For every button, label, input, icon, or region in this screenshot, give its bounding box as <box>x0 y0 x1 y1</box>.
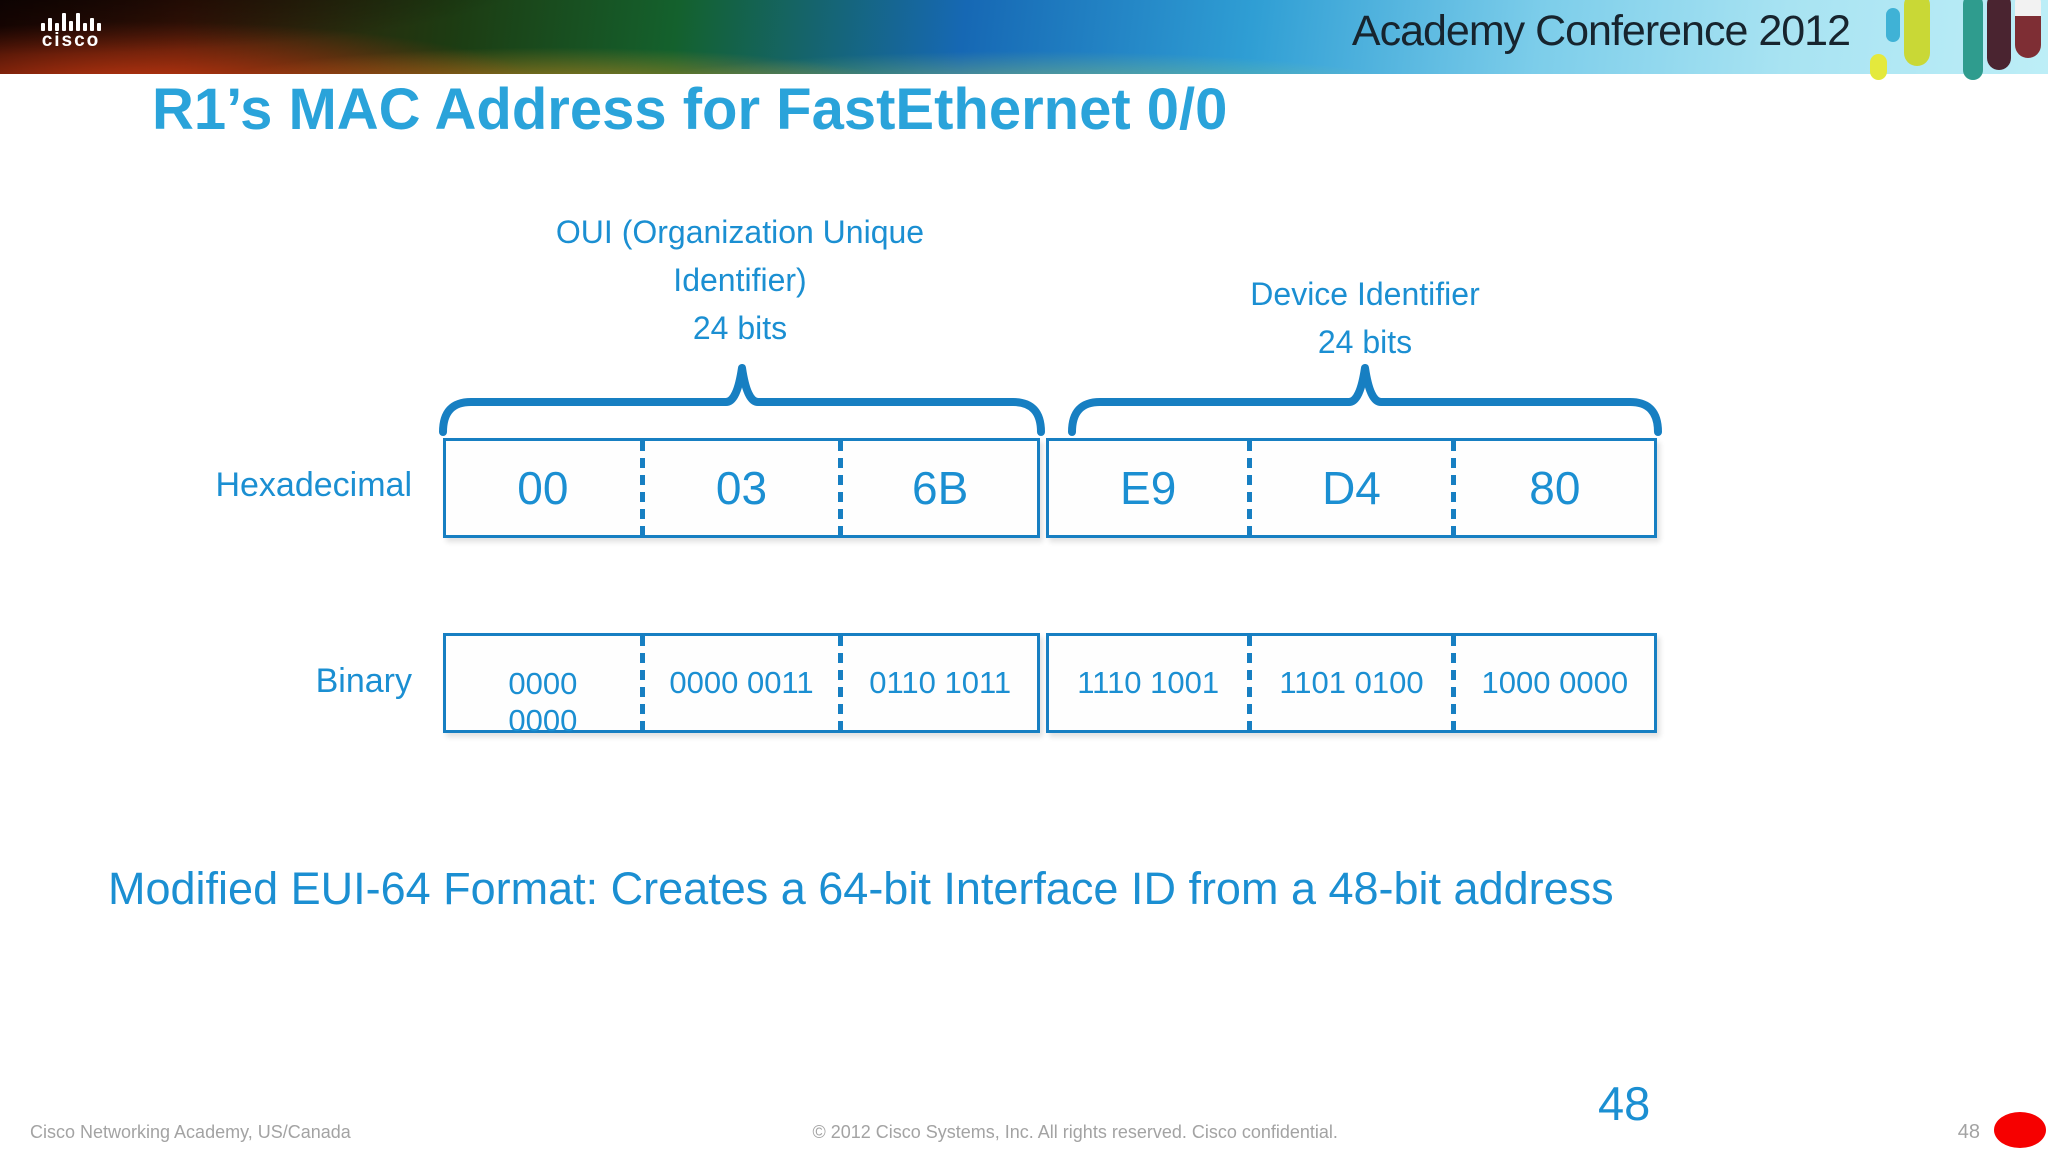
banner: cisco Academy Conference 2012 <box>0 0 2048 80</box>
binary-byte-cell: 1101 0100 <box>1279 665 1424 700</box>
binary-row-label: Binary <box>315 662 412 700</box>
device-identifier-label: Device Identifier 24 bits <box>1100 270 1630 366</box>
hex-byte-cell: 80 <box>1529 462 1581 514</box>
dashed-divider <box>639 636 645 730</box>
page-title: R1’s MAC Address for FastEthernet 0/0 <box>152 77 1228 142</box>
hex-byte-cell: E9 <box>1120 462 1177 514</box>
device-label-line1: Device Identifier <box>1250 276 1480 312</box>
eui64-statement: Modified EUI-64 Format: Creates a 64-bit… <box>108 863 1614 914</box>
banner-decoration <box>1868 0 2048 80</box>
oui-label: OUI (Organization Unique Identifier) 24 … <box>430 208 1050 352</box>
decor-bar <box>1870 54 1887 80</box>
dashed-divider <box>838 441 844 535</box>
binary-oui-box: 0000 0000 0000 0011 0110 1011 <box>443 633 1040 738</box>
cisco-bridge-icon <box>26 9 116 31</box>
binary-byte-cell: 1110 1001 <box>1077 665 1220 700</box>
hex-byte-cell: D4 <box>1322 462 1381 514</box>
hex-byte-cell: 00 <box>517 462 569 514</box>
dashed-divider <box>1247 636 1253 730</box>
footer-copyright: © 2012 Cisco Systems, Inc. All rights re… <box>812 1122 1338 1142</box>
binary-byte-cell: 1000 0000 <box>1481 665 1629 700</box>
binary-byte-cell: 0000 0011 <box>669 665 814 700</box>
device-label-bits: 24 bits <box>1317 324 1413 360</box>
dashed-divider <box>1247 441 1253 535</box>
oui-brace <box>439 364 1045 436</box>
binary-byte-cell: 0000 0000 <box>508 666 578 738</box>
slide-number-large: 48 <box>1598 1077 1651 1130</box>
decor-bar <box>2015 0 2041 58</box>
binary-device-box: 1110 1001 1101 0100 1000 0000 <box>1046 633 1657 733</box>
oui-label-line1: OUI (Organization Unique <box>555 214 925 250</box>
device-brace <box>1068 364 1662 436</box>
red-recording-dot <box>1994 1112 2046 1148</box>
oui-label-bits: 24 bits <box>692 310 788 346</box>
cisco-logo-text: cisco <box>41 30 101 51</box>
hex-byte-cell: 6B <box>912 462 969 514</box>
slide-number-small: 48 <box>1957 1121 1980 1143</box>
decor-bar <box>1904 0 1930 66</box>
hex-oui-box: 00 03 6B <box>443 438 1040 538</box>
footer-organization: Cisco Networking Academy, US/Canada <box>30 1122 351 1142</box>
dashed-divider <box>639 441 645 535</box>
hex-device-box: E9 D4 80 <box>1046 438 1657 538</box>
dashed-divider <box>1450 636 1456 730</box>
hexadecimal-row-label: Hexadecimal <box>215 466 412 504</box>
decor-bar <box>1963 0 1983 80</box>
decor-bar <box>1886 8 1900 42</box>
dashed-divider <box>1450 441 1456 535</box>
cisco-logo: cisco <box>26 9 116 51</box>
oui-label-line2: Identifier) <box>673 262 807 298</box>
decor-bar <box>1987 0 2011 70</box>
hex-byte-cell: 03 <box>715 462 768 514</box>
dashed-divider <box>838 636 844 730</box>
binary-byte-cell: 0110 1011 <box>869 665 1012 700</box>
conference-title: Academy Conference 2012 <box>1351 7 1851 55</box>
